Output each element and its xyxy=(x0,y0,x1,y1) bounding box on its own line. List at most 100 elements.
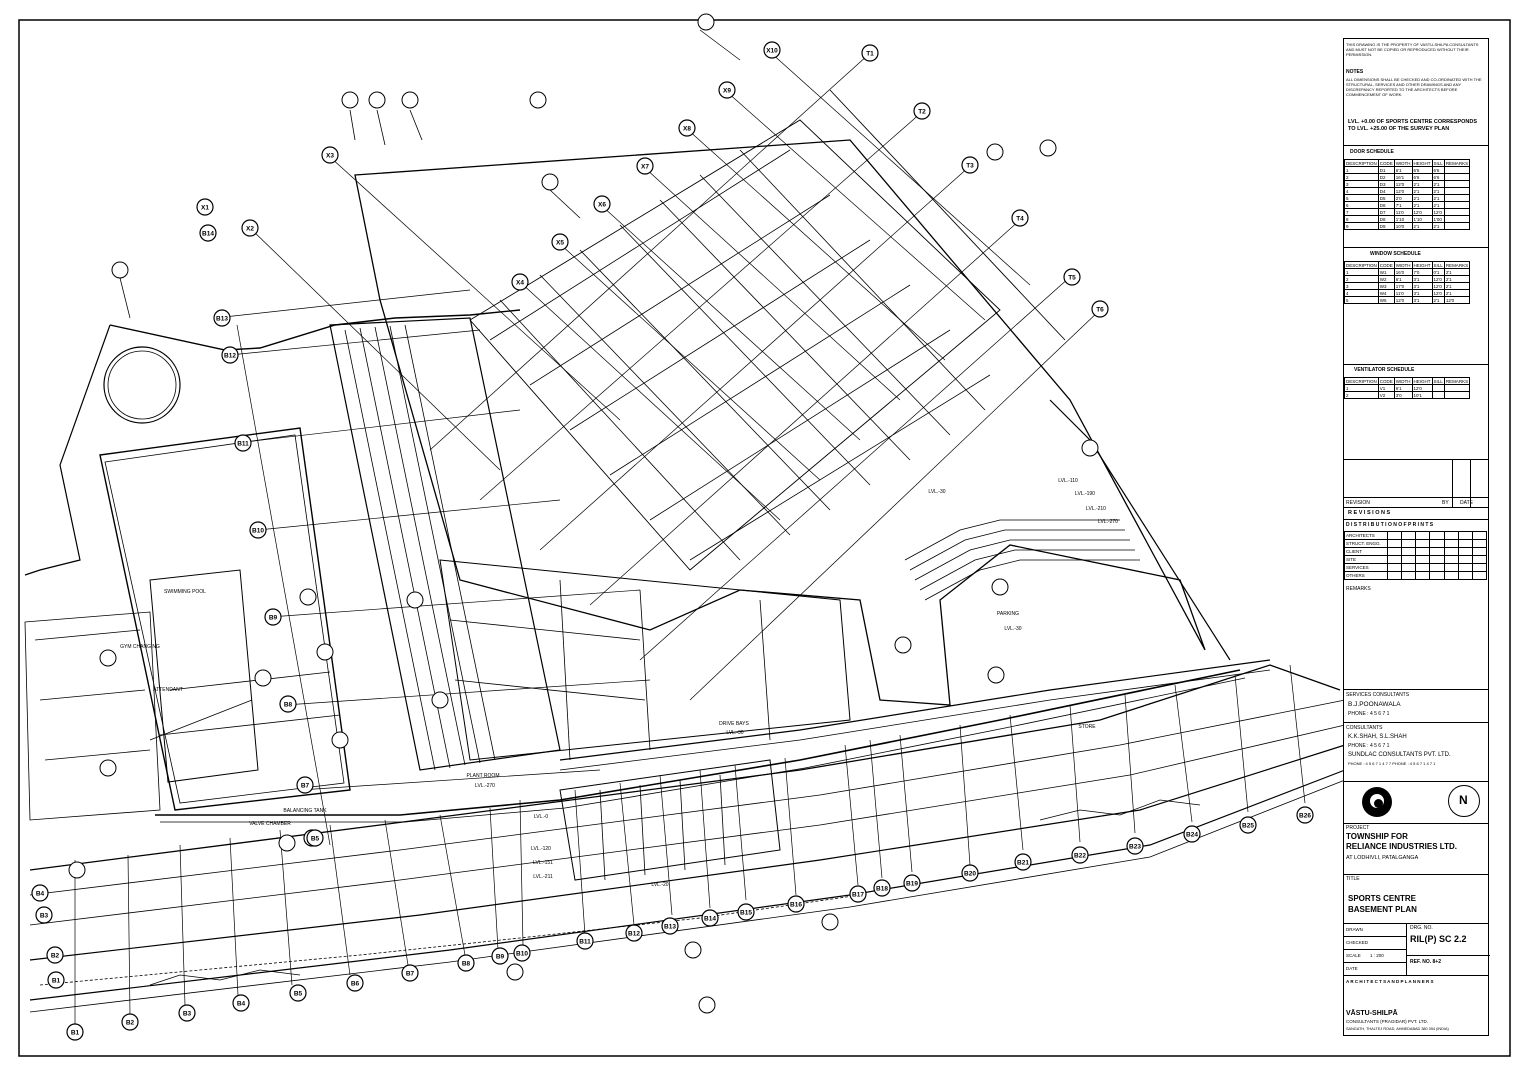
grid-bubble: B9 xyxy=(491,947,509,965)
distribution-cell xyxy=(1457,547,1473,556)
grid-bubble: T1 xyxy=(861,44,879,62)
consultant-3-name: SUNDLAC CONSULTANTS PVT. LTD. xyxy=(1348,752,1451,758)
distribution-cell xyxy=(1401,531,1417,540)
firm-address: SANGATH, THALTEJ ROAD, AHMEDABAD 380 054… xyxy=(1346,1027,1449,1031)
window-cell: 17'0 xyxy=(1393,282,1413,290)
grid-bubble: B9 xyxy=(264,608,282,626)
distribution-cell xyxy=(1471,555,1488,564)
door-cell: 2'1 xyxy=(1431,180,1445,188)
project-label: PROJECT xyxy=(1346,825,1370,831)
distribution-cell xyxy=(1471,531,1488,540)
grid-bubble: B14 xyxy=(199,224,217,242)
grid-bubble-label: X4 xyxy=(516,280,524,287)
distribution-cell xyxy=(1386,571,1403,580)
distribution-cell xyxy=(1401,555,1417,564)
consultant-1-label: SERVICES CONSULTANTS xyxy=(1346,692,1410,698)
drawing-number: RIL(P) SC 2.2 xyxy=(1410,934,1467,944)
grid-bubble-label: B13 xyxy=(664,924,676,931)
room-label: LVL.-0 xyxy=(534,814,549,820)
grid-bubble: B12 xyxy=(221,346,239,364)
door-cell: 6 xyxy=(1344,201,1379,209)
grid-bubble: X10 xyxy=(763,41,781,59)
room-label: LVL.-151 xyxy=(533,860,553,866)
door-cell xyxy=(1443,222,1471,230)
grid-bubble-label: B15 xyxy=(740,910,752,917)
vent-header-3: HEIGHT xyxy=(1411,377,1433,385)
grid-bubble: X4 xyxy=(511,273,529,291)
vent-header-5: REMARKS xyxy=(1443,377,1471,385)
room-label: ATTENDANT xyxy=(153,687,183,693)
door-cell xyxy=(1443,166,1471,174)
vent-cell: 10'1 xyxy=(1411,391,1433,399)
grid-bubble: B16 xyxy=(787,895,805,913)
distribution-label: CLIENT xyxy=(1344,547,1388,556)
window-header-1: CODE xyxy=(1377,261,1395,269)
room-labels: SWIMMING POOLPARKINGLVL.-30LVL.-30LVL.-1… xyxy=(120,478,1118,888)
consultant-2-name: K.K.SHAH, S.L.SHAH xyxy=(1348,734,1407,740)
window-cell: 2'1 xyxy=(1443,275,1471,283)
table-row: STRUCT. ENGG. xyxy=(1344,539,1488,548)
distribution-cell xyxy=(1415,563,1431,572)
grid-bubble: B5 xyxy=(306,829,324,847)
window-cell: 5 xyxy=(1344,296,1379,304)
grid-bubble: B15 xyxy=(737,903,755,921)
grid-bubble-label: B18 xyxy=(876,886,888,893)
grid-bubble-label: B24 xyxy=(1186,832,1198,839)
grid-bubble-label: B2 xyxy=(126,1020,135,1027)
room-label: LVL.-110 xyxy=(1058,478,1078,484)
distribution-cell xyxy=(1401,571,1417,580)
window-cell: 0'1 xyxy=(1431,268,1445,276)
ventilator-schedule-heading: VENTILATOR SCHEDULE xyxy=(1354,367,1415,373)
grid-bubble-label: B11 xyxy=(237,441,249,448)
table-row: SITE xyxy=(1344,555,1488,564)
grid-bubble: B1 xyxy=(66,1023,84,1041)
door-cell: D4 xyxy=(1377,187,1395,195)
door-cell: 6'1 xyxy=(1393,166,1413,174)
grid-bubble: B5 xyxy=(289,984,307,1002)
grid-bubble: B7 xyxy=(401,964,419,982)
door-cell: D5 xyxy=(1377,194,1395,202)
door-cell: D2 xyxy=(1377,173,1395,181)
grid-bubble-label: X7 xyxy=(641,164,649,171)
grid-bubble-label: X9 xyxy=(723,88,731,95)
distribution-cell xyxy=(1443,531,1459,540)
window-cell: W1 xyxy=(1377,268,1395,276)
grid-bubble-label: B25 xyxy=(1242,823,1254,830)
window-cell: 2'1 xyxy=(1443,289,1471,297)
sheet-border xyxy=(18,19,1511,1057)
remarks-label: REMARKS xyxy=(1346,586,1371,592)
grid-bubble: X5 xyxy=(551,233,569,251)
distribution-heading: D I S T R I B U T I O N O F P R I N T S xyxy=(1346,522,1434,528)
drawing-info-row: DATE xyxy=(1344,962,1406,976)
consultant-1-name: B.J.POONAWALA xyxy=(1348,701,1401,708)
door-cell: 2'1 xyxy=(1411,194,1433,202)
grid-bubble: B4 xyxy=(232,994,250,1012)
door-cell: 10'0 xyxy=(1393,222,1413,230)
grid-bubble-label: X3 xyxy=(326,153,334,160)
grid-bubble: B3 xyxy=(35,906,53,924)
door-cell: 8 xyxy=(1344,215,1379,223)
grid-bubble: T5 xyxy=(1063,268,1081,286)
grid-bubble-label: B4 xyxy=(237,1001,246,1008)
door-cell: 2'1 xyxy=(1411,187,1433,195)
grid-bubble: B13 xyxy=(661,917,679,935)
door-cell: 1'00 xyxy=(1431,215,1445,223)
grid-bubble-label: T3 xyxy=(966,163,974,170)
vent-cell: 3'0 xyxy=(1393,391,1413,399)
grid-bubble-label: T4 xyxy=(1016,216,1024,223)
notes-text: ALL DIMENSIONS SHALL BE CHECKED AND CO-O… xyxy=(1346,77,1482,97)
distribution-cell xyxy=(1386,539,1403,548)
door-cell xyxy=(1443,194,1471,202)
grid-bubble-label: B1 xyxy=(52,978,61,985)
door-cell: 1 xyxy=(1344,166,1379,174)
grid-bubble: T6 xyxy=(1091,300,1109,318)
grid-bubble: B26 xyxy=(1296,806,1314,824)
door-cell: 4 xyxy=(1344,187,1379,195)
door-cell: 12'0 xyxy=(1431,208,1445,216)
